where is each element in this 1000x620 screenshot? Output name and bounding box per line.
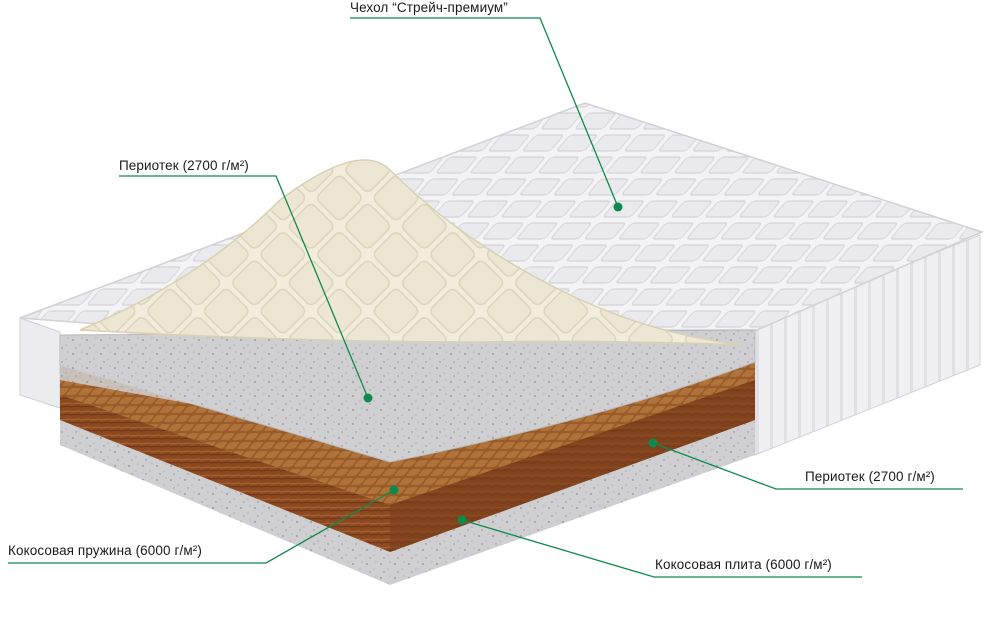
label-periotek-bottom: Периотек (2700 г/м²) (805, 469, 935, 484)
label-coco-spring: Кокосовая пружина (6000 г/м²) (8, 543, 202, 558)
label-periotek-top: Периотек (2700 г/м²) (119, 158, 249, 173)
mattress-left-side (19, 317, 61, 409)
marker-coco-plate (457, 515, 467, 525)
coco-front-face (390, 380, 755, 552)
label-cover: Чехол “Стрейч-премиум” (350, 0, 508, 15)
periotek-pad-peeled (79, 159, 746, 346)
marker-cover (613, 202, 623, 212)
marker-periotek-bottom (648, 438, 658, 448)
marker-coco-spring (389, 485, 399, 495)
marker-periotek-top (363, 393, 373, 403)
label-coco-plate: Кокосовая плита (6000 г/м²) (655, 557, 832, 572)
